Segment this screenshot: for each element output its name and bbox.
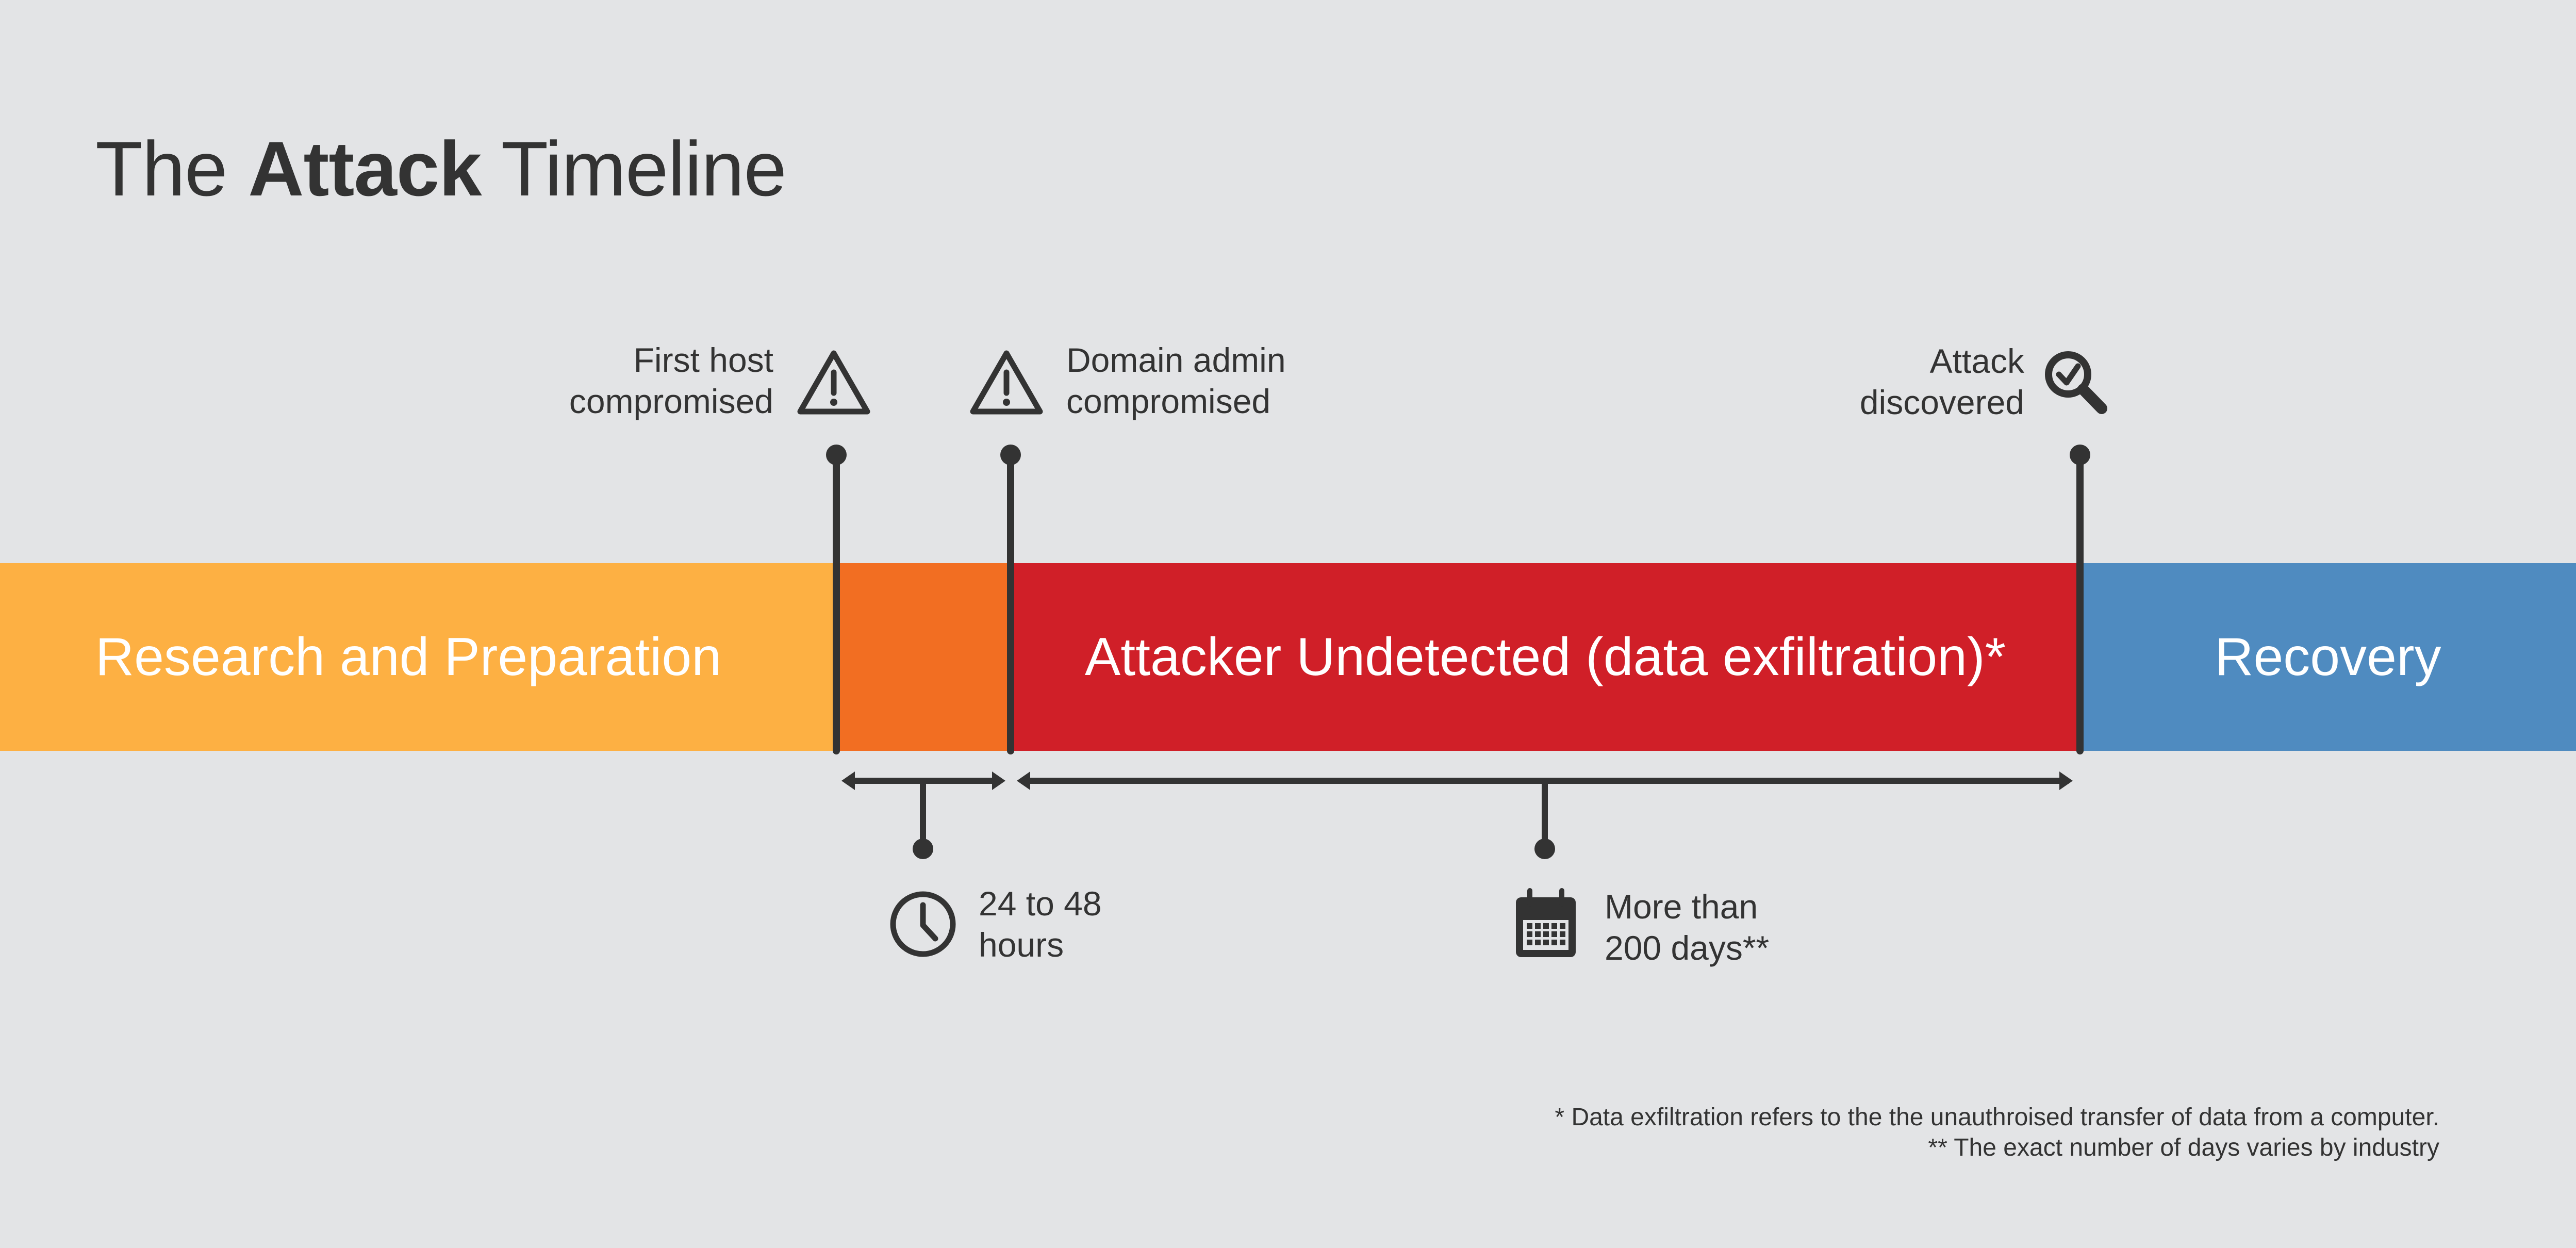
duration-hours-label: 24 to 48 hours: [979, 883, 1102, 965]
phase-research-label: Research and Preparation: [95, 627, 722, 687]
event-first-host-line2: compromised: [569, 382, 773, 420]
phase-compromise-window: [836, 563, 1011, 751]
duration-hours-line1: 24 to 48: [979, 884, 1102, 923]
title-light-end: Timeline: [481, 125, 787, 212]
marker-domain-admin-dot: [1000, 445, 1021, 465]
title-bold: Attack: [248, 125, 482, 212]
duration-days-line1: More than: [1605, 888, 1758, 926]
phase-recovery: Recovery: [2080, 563, 2576, 751]
marker-attack-discovered-dot: [2070, 445, 2090, 465]
span-hours-dot: [913, 839, 933, 859]
clock-icon: [890, 891, 956, 957]
phase-recovery-label: Recovery: [2215, 627, 2441, 687]
event-attack-discovered-line1: Attack: [1929, 342, 2024, 380]
phase-undetected-label: Attacker Undetected (data exfiltration)*: [1084, 627, 2006, 687]
marker-first-host-dot: [826, 445, 847, 465]
event-domain-admin-label: Domain admin compromised: [1066, 339, 1286, 422]
duration-days-label: More than 200 days**: [1605, 886, 1769, 968]
span-hours-arrow-right: [992, 771, 1005, 790]
phase-research: Research and Preparation: [0, 563, 836, 751]
magnifier-check-icon: [2045, 351, 2107, 414]
title-light-start: The: [95, 125, 249, 212]
warning-icon: [797, 350, 870, 415]
span-hours-arrow-left: [841, 771, 855, 790]
footnote-exfiltration: * Data exfiltration refers to the the un…: [1555, 1104, 2439, 1131]
span-days-arrow-right: [2059, 771, 2073, 790]
event-first-host-label: First host compromised: [569, 339, 773, 422]
event-attack-discovered-line2: discovered: [1859, 383, 2024, 421]
span-days-dot: [1534, 839, 1555, 859]
duration-days-line2: 200 days**: [1605, 929, 1770, 967]
duration-hours-line2: hours: [979, 926, 1064, 964]
warning-icon: [970, 350, 1043, 415]
phase-undetected: Attacker Undetected (data exfiltration)*: [1011, 563, 2080, 751]
event-domain-admin-line1: Domain admin: [1066, 341, 1286, 379]
event-first-host-line1: First host: [633, 341, 773, 379]
calendar-icon: [1516, 888, 1576, 957]
span-days-arrow-left: [1017, 771, 1030, 790]
page-title: The Attack Timeline: [95, 120, 787, 218]
event-attack-discovered-label: Attack discovered: [1860, 340, 2024, 423]
footnote-days: ** The exact number of days varies by in…: [1928, 1134, 2439, 1161]
event-domain-admin-line2: compromised: [1066, 382, 1271, 420]
